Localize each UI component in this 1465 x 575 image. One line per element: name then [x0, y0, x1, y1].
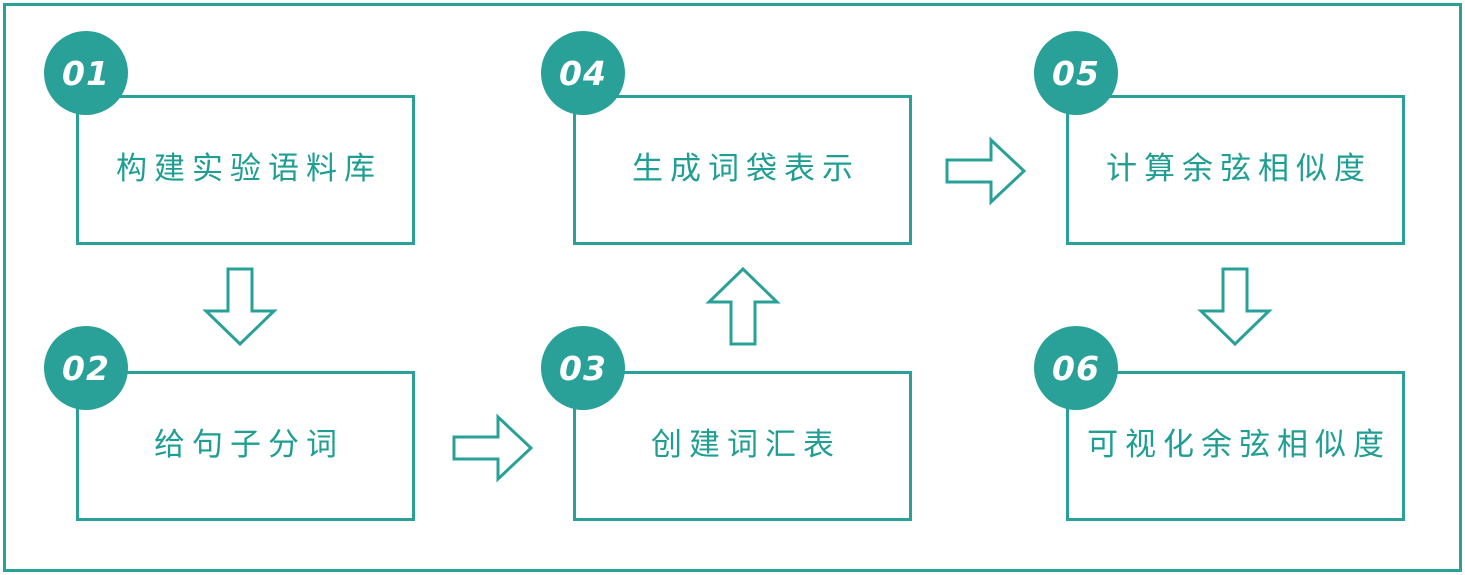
outer-frame-border	[3, 3, 1462, 572]
step-badge-06[interactable]: 06	[1034, 326, 1118, 410]
step-badge-05[interactable]: 05	[1034, 31, 1118, 115]
step-badge-02[interactable]: 02	[44, 326, 128, 410]
step-number-03: 03	[559, 348, 607, 388]
arrow-right-icon-02-to-03	[452, 413, 534, 483]
step-box-04[interactable]: 生成词袋表示	[573, 95, 912, 245]
arrow-down-icon-01-to-02	[202, 267, 278, 347]
step-label-04: 生成词袋表示	[632, 151, 860, 188]
step-label-01: 构建实验语料库	[116, 151, 382, 188]
step-badge-04[interactable]: 04	[541, 31, 625, 115]
step-number-06: 06	[1052, 348, 1100, 388]
step-number-01: 01	[62, 53, 110, 93]
step-box-06[interactable]: 可视化余弦相似度	[1066, 371, 1405, 521]
arrow-up-icon-03-to-04	[705, 266, 781, 347]
arrow-right-icon-04-to-05	[945, 136, 1027, 206]
step-label-03: 创建词汇表	[651, 427, 841, 464]
step-label-02: 给句子分词	[154, 427, 344, 464]
step-box-01[interactable]: 构建实验语料库	[76, 95, 415, 245]
step-label-05: 计算余弦相似度	[1106, 151, 1372, 188]
step-label-06: 可视化余弦相似度	[1087, 427, 1391, 464]
step-box-02[interactable]: 给句子分词	[76, 371, 415, 521]
step-badge-01[interactable]: 01	[44, 31, 128, 115]
step-box-03[interactable]: 创建词汇表	[573, 371, 912, 521]
step-number-02: 02	[62, 348, 110, 388]
step-number-05: 05	[1052, 53, 1100, 93]
step-badge-03[interactable]: 03	[541, 326, 625, 410]
arrow-down-icon-05-to-06	[1197, 267, 1273, 347]
step-box-05[interactable]: 计算余弦相似度	[1066, 95, 1405, 245]
step-number-04: 04	[559, 53, 607, 93]
